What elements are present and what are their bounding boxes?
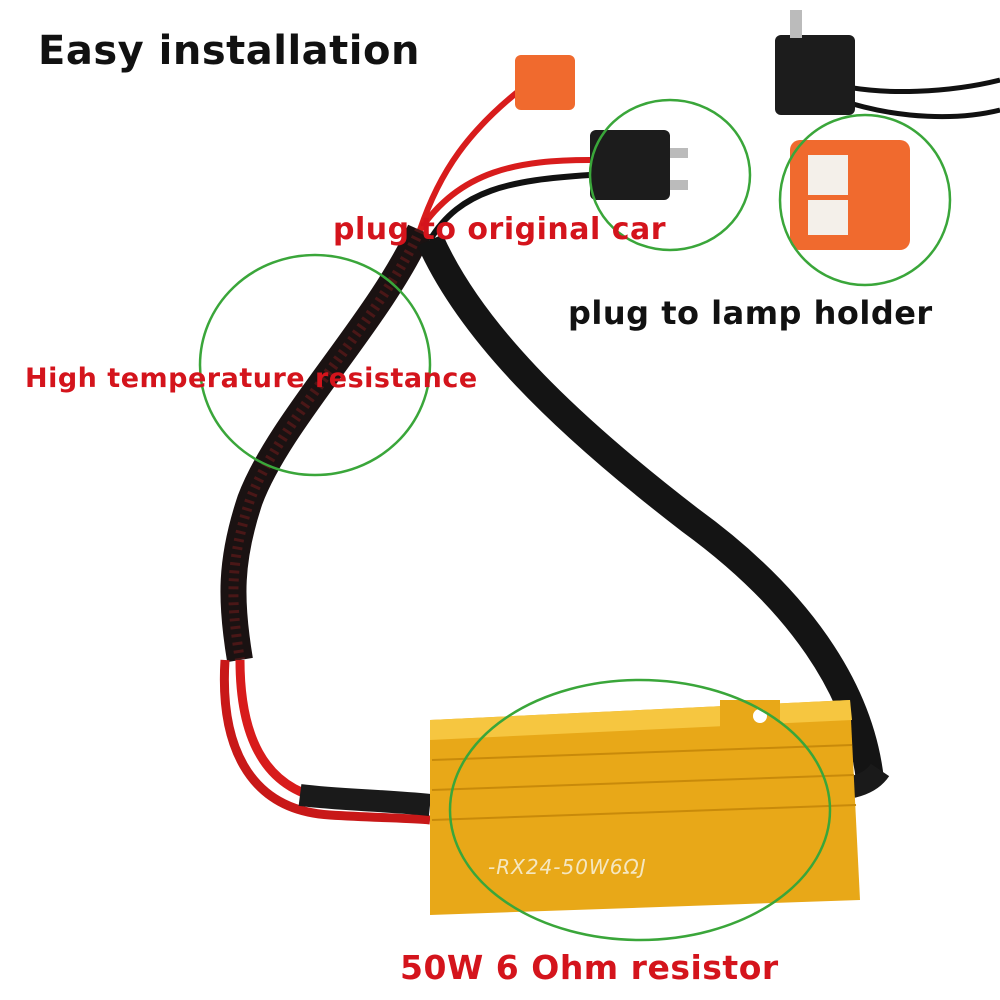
callout-temperature: High temperature resistance [25,363,478,394]
headline: Easy installation [38,28,420,74]
callout-lamp-holder: plug to lamp holder [568,294,933,332]
callout-resistor: 50W 6 Ohm resistor [400,948,779,987]
resistor-marking: -RX24-50W6ΩJ [488,855,647,879]
callout-original-car: plug to original car [333,212,667,247]
